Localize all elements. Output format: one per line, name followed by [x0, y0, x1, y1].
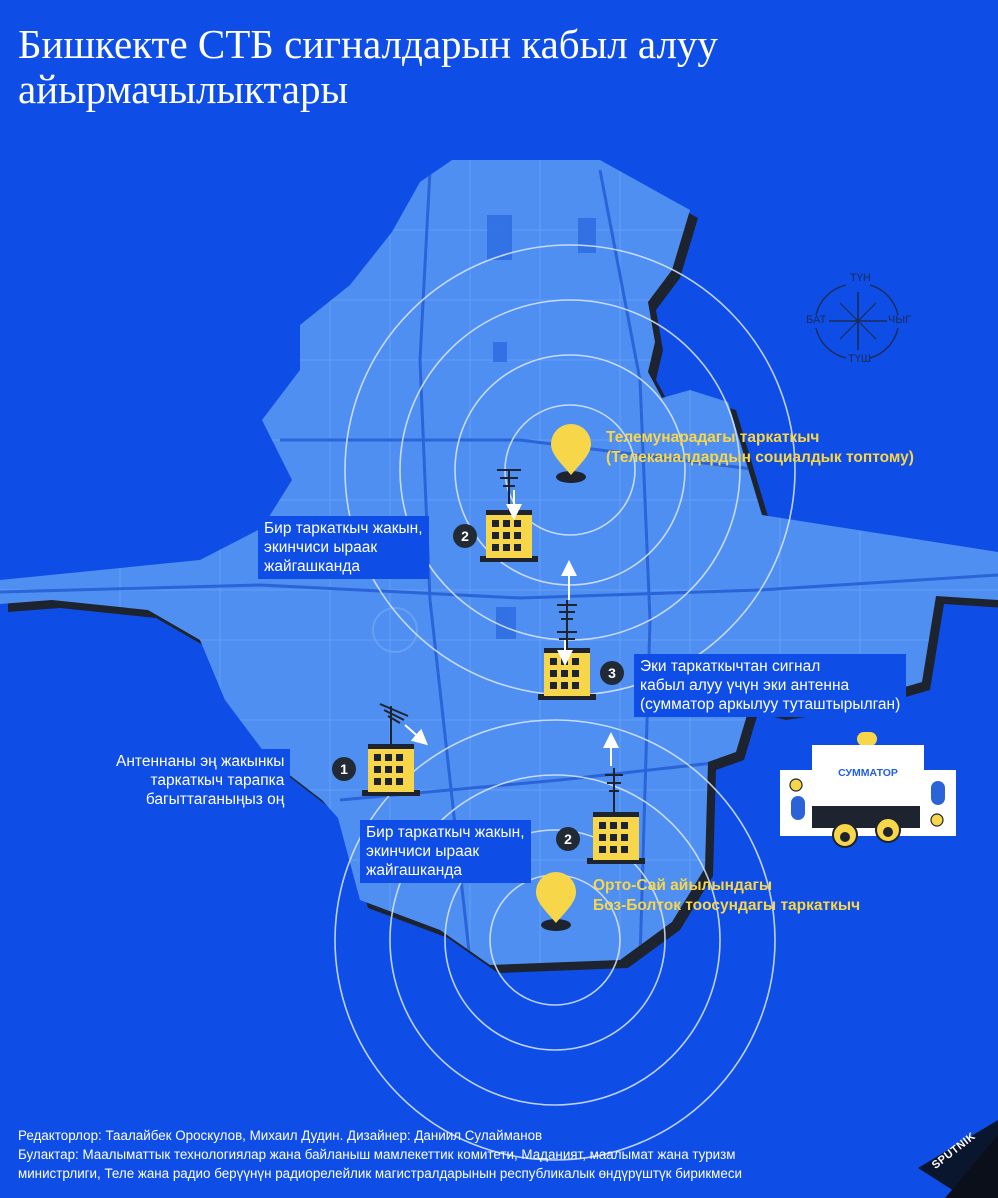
case-3-badge: 3 [600, 661, 624, 685]
sources-line-2: министрлиги, Теле жана радио берүүнүн ра… [18, 1166, 743, 1181]
case-1-badge: 1 [332, 757, 356, 781]
case-2-north-label: Бир таркаткыч жакын, экинчиси ыраак жайг… [258, 516, 429, 579]
south-transmitter-label: Орто-Сай айылындагы Боз-Болток тоосундаг… [593, 877, 861, 914]
compass-east-label: ЧЫГ [888, 314, 912, 326]
compass-north-label: ТҮН [850, 272, 871, 284]
building-2-south-icon [587, 732, 645, 864]
case-2-south-label: Бир таркаткыч жакын, экинчиси ыраак жайг… [360, 820, 531, 883]
case-2-south-badge: 2 [556, 827, 580, 851]
case-2-north-badge: 2 [453, 524, 477, 548]
city-area [0, 160, 998, 965]
south-transmitter-pin-icon [536, 872, 576, 931]
combiner-device-icon [780, 732, 956, 848]
building-1-icon [362, 703, 428, 796]
page-title: Бишкекте СТБ сигналдарын кабыл алуу айыр… [18, 21, 718, 112]
combiner-label: СУММАТОР [838, 767, 898, 779]
case-3-label: Эки таркаткычтан сигнал кабыл алуу үчүн … [634, 654, 907, 717]
building-2-north-icon [480, 469, 538, 562]
north-transmitter-label: Телемунарадагы таркаткыч (Телеканалдарды… [606, 429, 914, 466]
case-1-label: Антеннаны эң жакынкы таркаткыч тарапка б… [110, 749, 291, 812]
compass-south-label: ТҮШ [848, 353, 871, 365]
north-transmitter-pin-icon [551, 424, 591, 483]
credits-footer: Редакторлор: Таалайбек Ороскулов, Михаил… [18, 1126, 898, 1183]
building-3-icon [538, 560, 596, 700]
compass-west-label: БАТ [806, 314, 827, 326]
sources-line-1: Булактар: Маалыматтык технологиялар жана… [18, 1147, 736, 1162]
compass-icon [815, 284, 899, 359]
editors-credit: Редакторлор: Таалайбек Ороскулов, Михаил… [18, 1128, 543, 1143]
park-areas [372, 215, 596, 653]
